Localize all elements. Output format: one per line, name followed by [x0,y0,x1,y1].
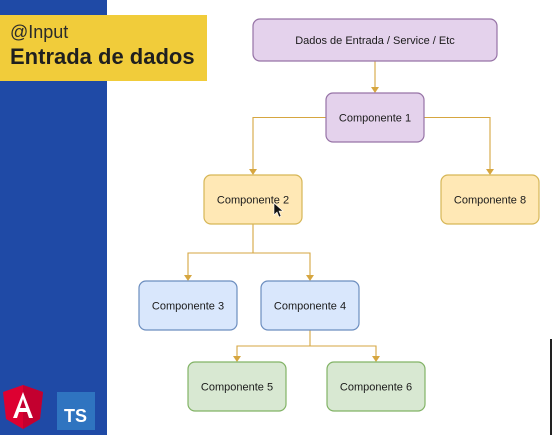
arrow-c6 [372,356,380,362]
node-input-box [252,18,498,62]
node-c8-label: Componente 8 [454,195,526,207]
arrow-c3 [184,275,192,281]
node-c5-box [187,361,287,412]
node-c6-label: Componente 6 [340,382,412,394]
arrow-c4 [306,275,314,281]
typescript-logo-icon: TS [57,392,95,430]
arrow-c8 [486,169,494,175]
node-input-label: Dados de Entrada / Service / Etc [295,35,455,47]
edge-c2-c4 [253,252,311,276]
node-c4-label: Componente 4 [274,301,346,313]
edge-c2-c3 [187,252,253,276]
angular-logo-icon [3,385,43,429]
node-c5-label: Componente 5 [201,382,273,394]
node-c1[interactable]: Componente 1 [325,92,425,143]
node-c6[interactable]: Componente 6 [326,361,426,412]
node-c3-box [138,280,238,331]
title-subheading: @Input [10,22,69,42]
node-c2-label: Componente 2 [217,195,289,207]
title-heading: Entrada de dados [10,44,195,69]
edge-c1-c8 [424,116,491,170]
node-input[interactable]: Dados de Entrada / Service / Etc [252,18,498,62]
title-card: @Input Entrada de dados [0,15,207,81]
node-c2[interactable]: Componente 2 [203,174,303,225]
node-c6-box [326,361,426,412]
edge-c1-c2 [252,116,326,170]
node-c1-label: Componente 1 [339,113,411,125]
node-c5[interactable]: Componente 5 [187,361,287,412]
node-c8-box [440,174,540,225]
node-c4-box [260,280,360,331]
node-c4[interactable]: Componente 4 [260,280,360,331]
arrow-c5 [233,356,241,362]
diagram-edges [184,61,494,362]
arrow-c1 [371,87,379,93]
arrow-c2 [249,169,257,175]
edge-c4-c5 [236,345,310,357]
node-c8[interactable]: Componente 8 [440,174,540,225]
edge-c4-c6 [310,345,377,357]
node-c3-label: Componente 3 [152,301,224,313]
node-c1-box [325,92,425,143]
node-c3[interactable]: Componente 3 [138,280,238,331]
mouse-cursor-icon [273,202,284,218]
edge-divider [550,339,552,435]
diagram-nodes: Dados de Entrada / Service / EtcComponen… [138,18,540,412]
